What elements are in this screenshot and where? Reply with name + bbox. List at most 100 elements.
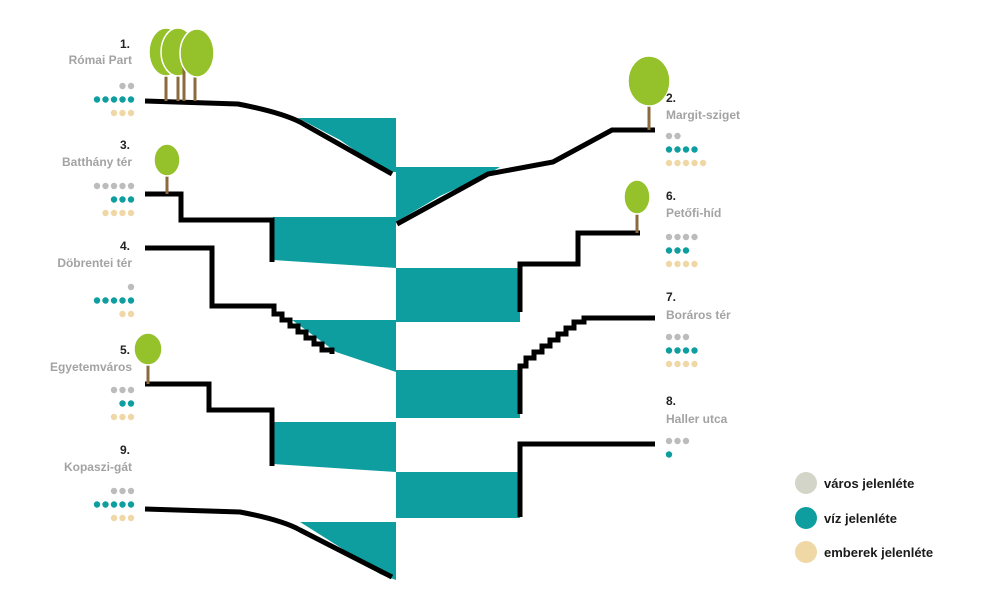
water-band-6 — [396, 370, 520, 418]
station-name: Kopaszi-gát — [64, 460, 132, 474]
profile-9 — [144, 506, 394, 580]
tree-icon-egyetem — [133, 332, 163, 384]
water-dot — [691, 146, 698, 153]
water-dot — [682, 347, 690, 354]
rating-dots — [93, 82, 707, 522]
water-dot — [119, 297, 126, 304]
station-name: Döbrentei tér — [57, 256, 132, 270]
water-dot — [127, 297, 135, 304]
people-dot — [119, 310, 126, 318]
people-dot — [127, 109, 135, 117]
water-dot — [102, 501, 109, 508]
people-dot — [102, 209, 109, 217]
tree-icon-petofi — [623, 179, 651, 233]
station-number: 3. — [120, 138, 130, 152]
legend-swatch-city — [795, 472, 817, 494]
water-dot — [102, 297, 109, 304]
station-labels: 1. Római Part 2. Margit-sziget 3. Batthá… — [50, 37, 740, 474]
legend-label-city: város jelenléte — [824, 476, 914, 491]
people-dot — [110, 413, 118, 421]
station-name: Boráros tér — [666, 308, 731, 322]
water-dot — [119, 501, 126, 508]
water-band-3 — [273, 217, 396, 268]
station-number: 6. — [666, 189, 676, 203]
water-band-1 — [298, 118, 396, 172]
city-dot — [665, 437, 673, 445]
water-dot — [93, 96, 101, 103]
station-number: 1. — [120, 37, 130, 51]
city-dot — [119, 487, 126, 495]
city-dot — [127, 182, 135, 190]
profile-8 — [517, 441, 655, 517]
water-dot — [110, 96, 118, 103]
water-dot — [127, 196, 135, 203]
people-dot — [110, 209, 118, 217]
water-dot — [665, 451, 673, 458]
people-dot — [119, 413, 126, 421]
water-dot — [110, 196, 118, 203]
city-dot — [127, 487, 135, 495]
station-name: Haller utca — [666, 412, 728, 426]
profile-3 — [145, 191, 275, 262]
people-dot — [674, 260, 681, 268]
water-dot — [682, 146, 690, 153]
station-name: Batthány tér — [62, 155, 132, 169]
city-dot — [665, 132, 673, 140]
water-dot — [93, 501, 101, 508]
people-dot — [682, 260, 690, 268]
legend-swatch-people — [795, 541, 817, 563]
station-number: 7. — [666, 290, 676, 304]
city-dot — [127, 283, 135, 291]
city-dot — [682, 437, 690, 445]
city-dot — [110, 386, 118, 394]
water-dot — [93, 297, 101, 304]
people-dot — [665, 159, 673, 167]
station-number: 9. — [120, 443, 130, 457]
city-dot — [682, 233, 690, 241]
station-number: 5. — [120, 343, 130, 357]
station-number: 4. — [120, 239, 130, 253]
people-dot — [682, 360, 690, 368]
water-dot — [119, 96, 126, 103]
water-dot — [674, 247, 681, 254]
legend: város jelenléte víz jelenléte emberek je… — [795, 472, 933, 563]
water-band-7 — [273, 422, 396, 472]
people-dot — [699, 159, 707, 167]
city-dot — [119, 82, 126, 90]
water-bands — [273, 118, 520, 580]
water-dot — [674, 347, 681, 354]
profile-5 — [145, 381, 275, 466]
people-dot — [691, 260, 698, 268]
people-dot — [119, 109, 126, 117]
city-dot — [674, 233, 681, 241]
city-dot — [119, 182, 126, 190]
profile-4 — [145, 245, 335, 354]
water-dot — [127, 501, 135, 508]
water-dot — [102, 96, 109, 103]
water-band-8 — [396, 472, 520, 518]
water-dot — [674, 146, 681, 153]
tree-icon — [179, 28, 215, 78]
people-dot — [127, 514, 135, 522]
water-dot — [119, 196, 126, 203]
station-name: Római Part — [69, 53, 132, 67]
legend-swatch-water — [795, 507, 817, 529]
profile-2 — [395, 127, 655, 227]
city-dot — [110, 487, 118, 495]
water-dot — [127, 400, 135, 407]
legend-label-water: víz jelenléte — [824, 511, 897, 526]
people-dot — [110, 109, 118, 117]
city-dot — [674, 333, 681, 341]
water-dot — [665, 347, 673, 354]
people-dot — [691, 159, 698, 167]
trees — [133, 27, 671, 384]
city-dot — [674, 132, 681, 140]
tree-icon-group-roman — [148, 27, 215, 101]
station-name: Petőfi-híd — [666, 206, 721, 220]
water-dot — [119, 400, 126, 407]
profile-1 — [144, 98, 394, 177]
city-dot — [665, 233, 673, 241]
water-band-4 — [396, 268, 520, 322]
city-dot — [102, 182, 109, 190]
